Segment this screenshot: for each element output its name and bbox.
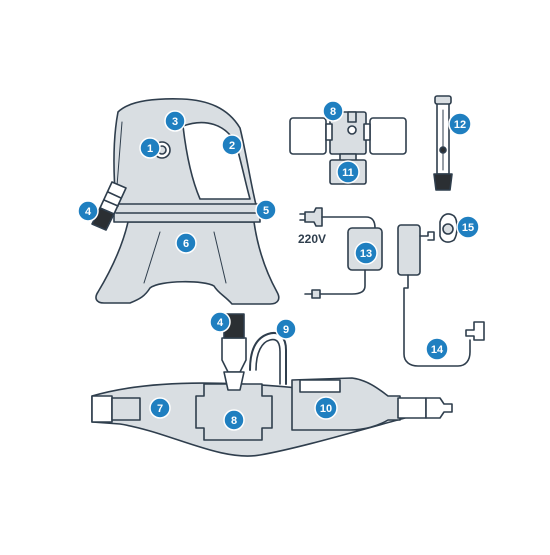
callout-10: 10	[314, 396, 338, 420]
belt-air-tube	[249, 332, 287, 385]
hood-rear-seam	[116, 121, 123, 187]
power-adapter-cable	[397, 224, 485, 367]
hood-cape-fold-right	[213, 231, 227, 284]
charger-cord-bottom	[319, 269, 366, 295]
hood-cape	[95, 221, 280, 305]
callout-8-fan: 8	[322, 100, 344, 122]
belt-buckle	[91, 395, 113, 423]
callout-4-belt: 4	[209, 311, 231, 333]
svg-text:9: 9	[283, 324, 289, 336]
svg-text:4: 4	[85, 206, 92, 218]
filter-part	[439, 213, 458, 243]
fan-filter-right	[369, 117, 407, 155]
adapter-connector	[465, 321, 485, 341]
callout-11: 11	[336, 160, 360, 184]
belt-assembly	[91, 313, 453, 457]
adapter-body	[397, 224, 421, 276]
callout-7: 7	[149, 397, 171, 419]
charger-cord-top	[321, 216, 376, 229]
svg-text:5: 5	[263, 205, 269, 217]
callout-5: 5	[255, 199, 277, 221]
callout-3: 3	[164, 110, 186, 132]
svg-text:15: 15	[462, 222, 474, 234]
charger-plug	[304, 207, 323, 227]
svg-text:1: 1	[147, 143, 153, 155]
svg-text:12: 12	[454, 119, 466, 131]
flow-indicator-tube	[433, 95, 453, 191]
fan-filter-left	[289, 117, 327, 155]
belt-connector-end	[425, 397, 453, 419]
callout-1: 1	[139, 137, 161, 159]
callout-2: 2	[221, 134, 243, 156]
adapter-cable	[403, 274, 471, 367]
svg-text:6: 6	[183, 238, 189, 250]
protective-hood	[91, 98, 280, 305]
svg-text:7: 7	[157, 403, 163, 415]
fan-unit	[289, 111, 407, 185]
svg-text:3: 3	[172, 116, 178, 128]
callout-6: 6	[175, 232, 197, 254]
svg-text:8: 8	[330, 106, 336, 118]
callout-13: 13	[354, 241, 378, 265]
callout-12: 12	[448, 112, 472, 136]
callout-9: 9	[275, 318, 297, 340]
callout-15: 15	[456, 215, 480, 239]
svg-text:13: 13	[360, 248, 372, 260]
svg-text:11: 11	[342, 167, 354, 179]
callout-4: 4	[77, 200, 99, 222]
svg-text:8: 8	[231, 415, 237, 427]
voltage-label: 220V	[298, 232, 326, 246]
callout-14: 14	[425, 337, 449, 361]
svg-text:10: 10	[320, 403, 332, 415]
svg-text:14: 14	[431, 344, 444, 356]
callout-8-belt: 8	[223, 409, 245, 431]
svg-text:2: 2	[229, 140, 235, 152]
belt-hose-connector	[221, 337, 247, 373]
hood-cape-fold-left	[143, 231, 161, 284]
callout-badges: 1 2 3 4 5 6 7 8	[77, 100, 480, 431]
svg-text:4: 4	[217, 317, 224, 329]
